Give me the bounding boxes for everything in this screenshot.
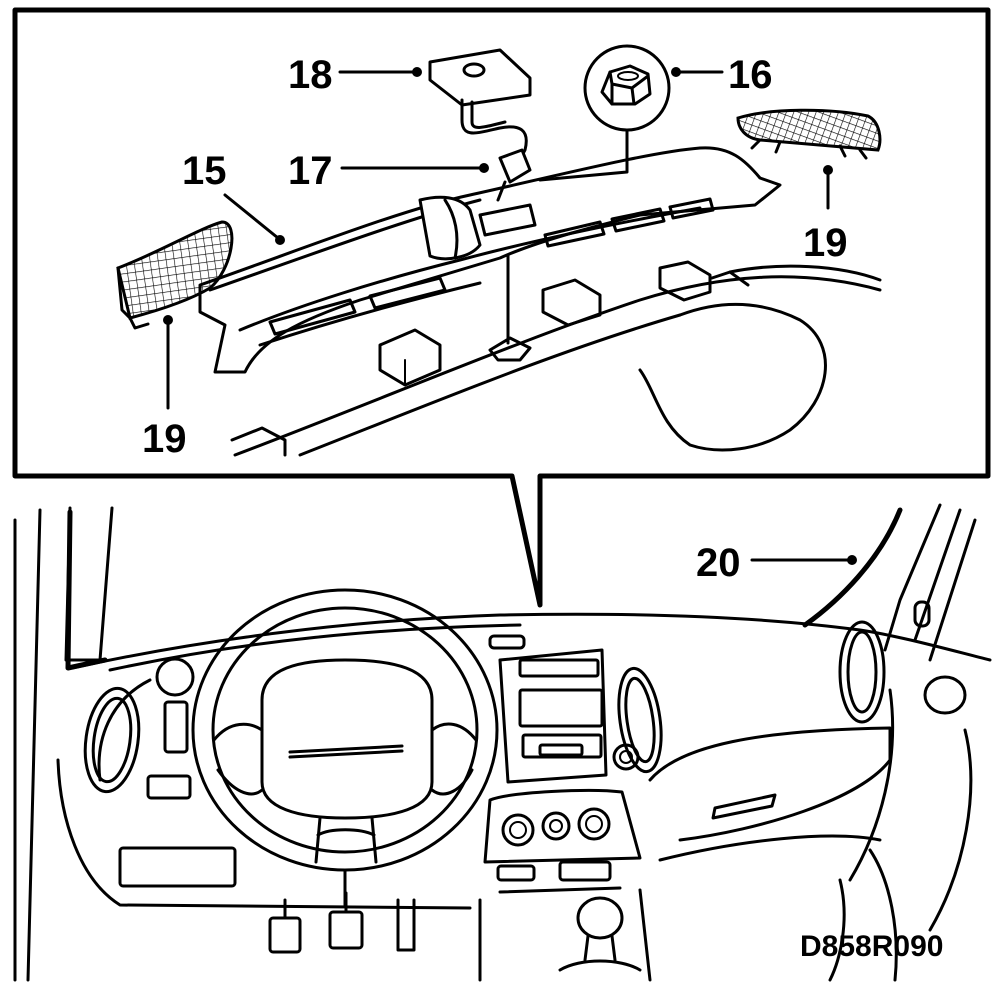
drawing-code: D858R090	[800, 930, 943, 963]
callout-17: 17	[288, 149, 333, 193]
leader-dot-17	[479, 163, 489, 173]
callout-18: 18	[288, 53, 333, 97]
speaker-grille-right	[736, 108, 882, 160]
gear-knob	[558, 896, 642, 972]
detail-inset: 18 16 17 15 19 19	[12, 7, 991, 608]
left-small-vent	[146, 657, 195, 800]
pedals	[268, 868, 416, 954]
leader-dot-15	[275, 235, 285, 245]
leader-dot-20	[847, 555, 857, 565]
callout-16: 16	[728, 53, 773, 97]
callout-15: 15	[182, 149, 227, 193]
right-vent	[617, 620, 886, 774]
callout-19-left: 19	[142, 417, 187, 461]
nut-detail	[538, 44, 671, 182]
right-door-area	[828, 675, 973, 982]
leader-dot-19-right	[823, 165, 833, 175]
right-a-pillar	[802, 503, 977, 662]
leader-dot-16	[671, 67, 681, 77]
left-a-pillar	[13, 506, 114, 982]
sensor-harness	[428, 48, 532, 202]
leader-dot-18	[412, 67, 422, 77]
inset-dash-surface	[230, 248, 882, 457]
left-lower-panel	[118, 846, 237, 888]
callout-20: 20	[696, 541, 741, 585]
leader-dot-19-left	[163, 315, 173, 325]
leader-lines-inset	[163, 67, 833, 410]
callout-19-right: 19	[803, 221, 848, 265]
steering-wheel	[191, 588, 499, 872]
left-vent	[83, 686, 141, 794]
center-stack	[478, 634, 652, 982]
speaker-grille-left	[116, 220, 234, 330]
cockpit-overview: 20	[13, 503, 992, 982]
dashboard-top-panel	[198, 146, 782, 374]
glovebox	[648, 726, 892, 862]
